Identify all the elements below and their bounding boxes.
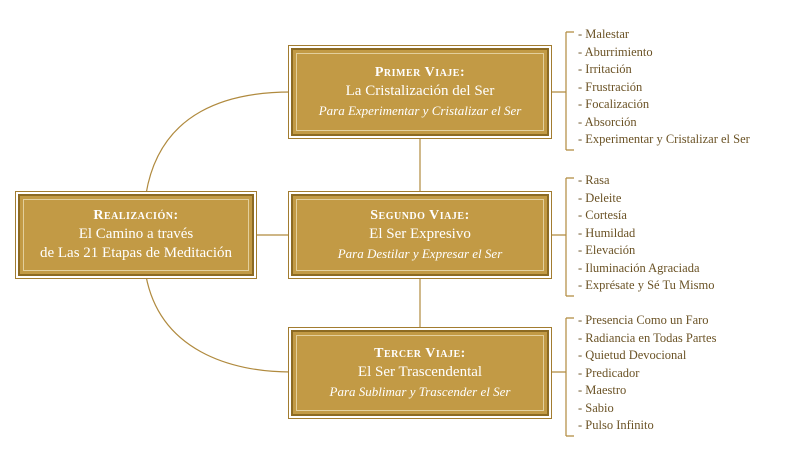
arc-to-tercer [145,275,292,373]
segundo-viaje-box: Segundo Viaje: El Ser Expresivo Para Des… [291,194,549,276]
realizacion-box: Realización: El Camino a través de Las 2… [18,194,254,276]
stage-item: - Experimentar y Cristalizar el Ser [578,132,750,146]
stage-item: - Focalización [578,97,650,111]
stage-item: - Elevación [578,243,636,257]
tercer-viaje-line: El Ser Trascendental [357,364,483,380]
tercer-viaje-box: Tercer Viaje: El Ser Trascendental Para … [291,330,549,416]
stage-item: - Absorción [578,114,637,129]
segundo-viaje-line: El Ser Expresivo [369,226,471,242]
primer-viaje-title: Primer Viaje: [374,65,466,80]
stage-item: - Rasa [578,173,610,187]
segundo-viaje-title: Segundo Viaje: [370,208,470,223]
stage-item: - Predicador [578,365,640,380]
stage-item: - Frustración [578,79,643,94]
stage-item: - Aburrimiento [578,44,653,59]
stage-item: - Quietud Devocional [578,348,687,362]
stage-item: - Iluminación Agraciada [578,260,700,275]
arc-to-primer [145,91,292,195]
realizacion-line-1: El Camino a través [78,226,194,242]
stage-item: - Pulso Infinito [578,418,654,432]
stage-item: - Radiancia en Todas Partes [578,330,717,345]
stage-item: - Cortesía [578,208,627,222]
realizacion-title: Realización: [93,208,179,223]
segundo-viaje-subtitle: Para Destilar y Expresar el Ser [337,246,503,261]
stage-item: - Deleite [578,190,622,205]
tercer-viaje-subtitle: Para Sublimar y Trascender el Ser [329,384,511,399]
primer-viaje-subtitle: Para Experimentar y Cristalizar el Ser [318,103,522,118]
bracket-primer [549,31,574,151]
stage-item: - Maestro [578,383,627,397]
realizacion-line-2: de Las 21 Etapas de Meditación [39,245,233,261]
segundo-viaje-stages: - Rasa - Deleite - Cortesía - Humildad -… [578,172,714,295]
stage-item: - Presencia Como un Faro [578,313,709,327]
primer-viaje-stages: - Malestar - Aburrimiento - Irritación -… [578,26,750,149]
tercer-viaje-title: Tercer Viaje: [374,346,466,361]
stage-item: - Humildad [578,225,636,240]
tercer-viaje-stages: - Presencia Como un Faro - Radiancia en … [578,312,716,435]
stage-item: - Irritación [578,62,632,76]
bracket-tercer [549,317,574,437]
stage-item: - Exprésate y Sé Tu Mismo [578,278,715,292]
primer-viaje-line: La Cristalización del Ser [345,83,495,99]
primer-viaje-box: Primer Viaje: La Cristalización del Ser … [291,48,549,136]
bracket-segundo [549,177,574,297]
stage-item: - Sabio [578,400,614,415]
stage-item: - Malestar [578,27,630,41]
